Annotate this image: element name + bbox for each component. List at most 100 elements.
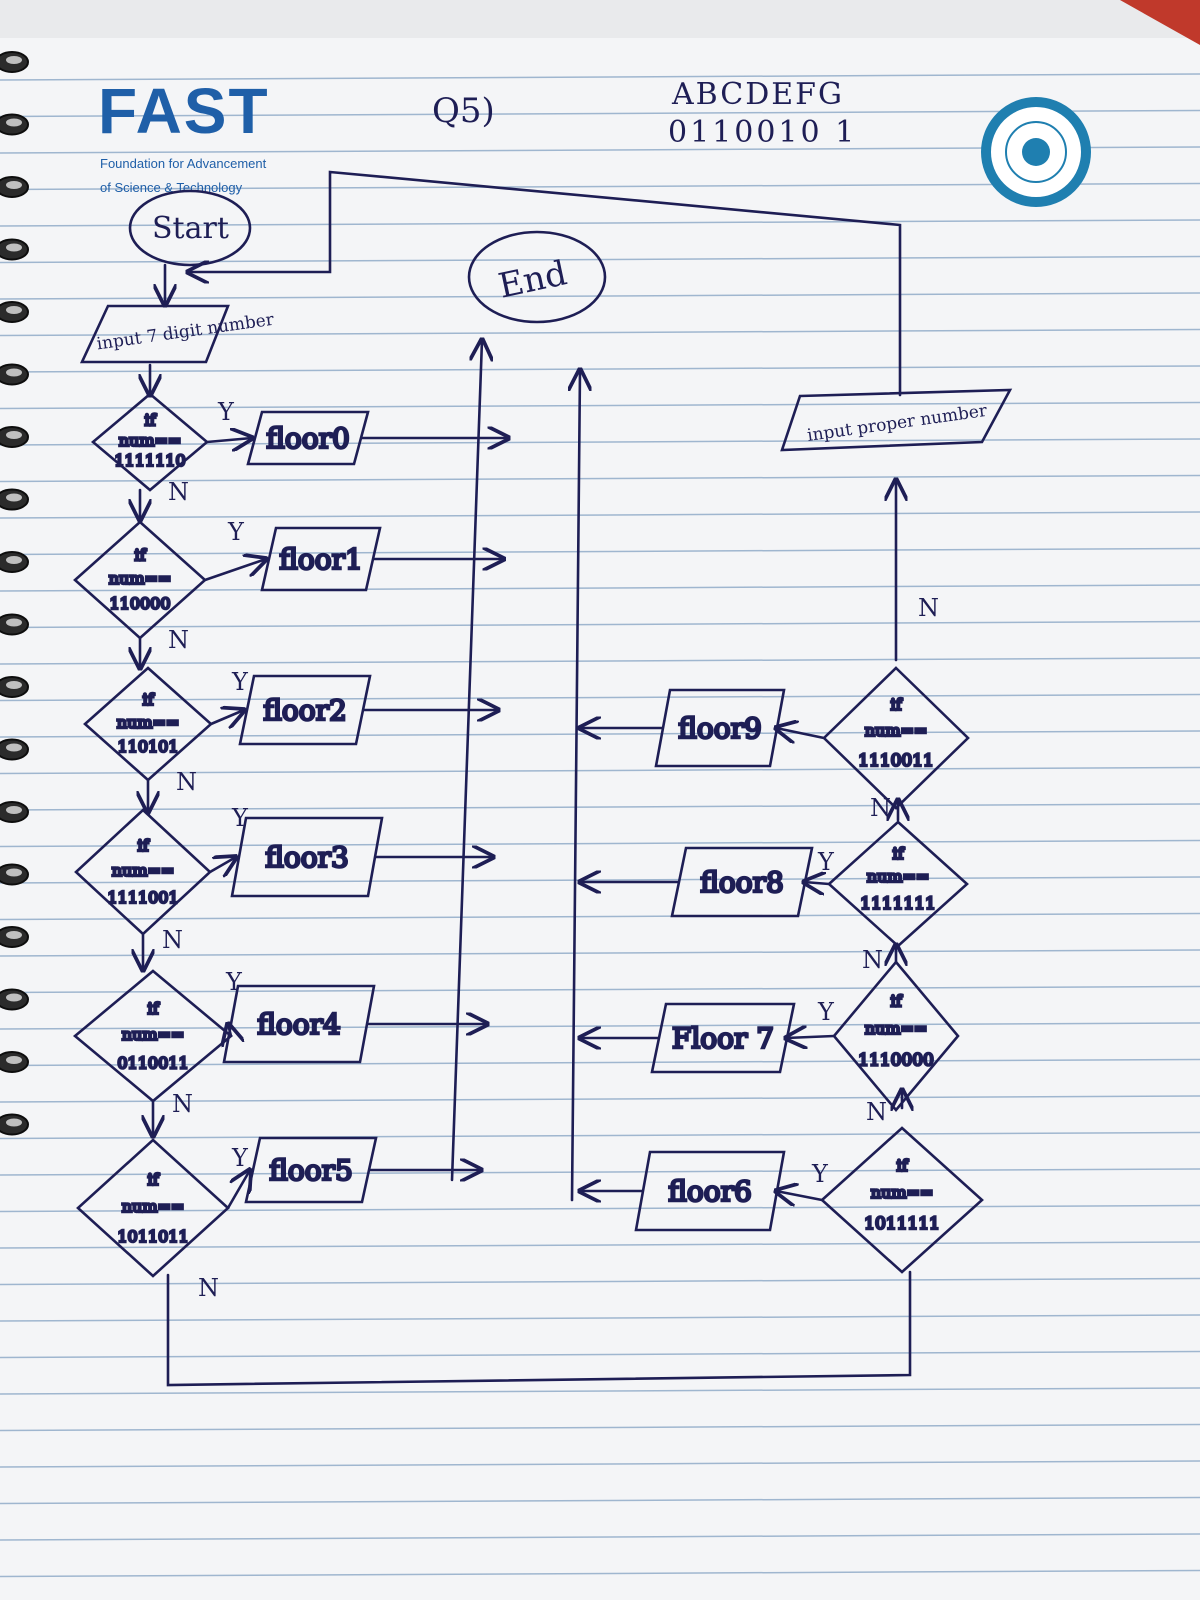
- ruled-line: [0, 803, 1200, 811]
- ruled-line: [0, 1168, 1200, 1176]
- decision-diamond: [827, 820, 969, 948]
- num-label: num==: [871, 1183, 934, 1202]
- spiral-ring-highlight: [6, 931, 22, 939]
- spiral-ring-highlight: [6, 118, 22, 127]
- right-collector-line: [572, 370, 580, 1202]
- spiral-ring-highlight: [6, 1056, 22, 1064]
- check-value: 1111001: [107, 888, 178, 907]
- no-label: N: [168, 478, 189, 506]
- no-label: N: [862, 946, 883, 974]
- check-floor-1: if num== 110000 floor1: [73, 520, 503, 640]
- ruled-line: [0, 766, 1200, 775]
- ruled-line: [0, 1387, 1200, 1395]
- ruled-line: [0, 1350, 1200, 1359]
- spiral-ring-highlight: [6, 493, 22, 502]
- spiral-ring-highlight: [6, 868, 22, 877]
- check-value: 1111110: [114, 451, 185, 470]
- floor-label: floor9: [678, 712, 762, 745]
- fast-logo: FAST Foundation for Advancement of Scien…: [98, 75, 270, 195]
- ruled-line: [0, 584, 1200, 592]
- if-label: if: [147, 999, 159, 1018]
- ruled-line: [0, 1460, 1200, 1468]
- ruled-line: [0, 1533, 1200, 1541]
- ruled-line: [0, 693, 1200, 702]
- yes-arrow: [228, 1024, 231, 1036]
- ruled-line: [0, 1204, 1200, 1213]
- num-label: num==: [122, 1025, 185, 1044]
- yes-arrow: [804, 882, 830, 884]
- num-label: num==: [867, 867, 930, 886]
- ruled-line: [0, 1058, 1200, 1067]
- if-label: if: [142, 690, 154, 709]
- ruled-line: [0, 511, 1200, 519]
- yes-label: Y: [811, 1160, 829, 1188]
- decision-diamond: [76, 1138, 230, 1278]
- ruled-line: [0, 1022, 1200, 1030]
- check-value: 1011011: [117, 1227, 188, 1246]
- code-label: 0110010 1: [668, 115, 857, 150]
- yes-label: Y: [217, 398, 235, 426]
- output-parallelogram: [670, 846, 814, 918]
- floor-label: floor3: [265, 841, 349, 874]
- logo-text: FAST: [98, 75, 270, 147]
- ruled-line: [0, 1095, 1200, 1103]
- output-parallelogram: [654, 688, 786, 768]
- floor-label: floor1: [279, 543, 363, 576]
- spiral-ring-highlight: [6, 368, 22, 377]
- no-label: N: [870, 794, 891, 822]
- if-label: if: [896, 1156, 908, 1175]
- check-value: 110000: [109, 594, 170, 613]
- decision-diamond: [820, 1126, 984, 1274]
- decision-diamond: [822, 666, 970, 810]
- yes-arrow: [776, 728, 825, 738]
- check-value: 1110000: [858, 1051, 934, 1071]
- if-label: if: [144, 411, 156, 430]
- spiral-ring-highlight: [6, 243, 22, 252]
- spiral-binding: [0, 51, 29, 1136]
- check-value: 0110011: [117, 1054, 188, 1073]
- floor-label: floor0: [266, 422, 350, 455]
- floor-label: floor6: [668, 1175, 752, 1208]
- decision-diamond: [832, 959, 960, 1113]
- ruled-line: [0, 985, 1200, 994]
- page-corner-tab: [1120, 0, 1200, 45]
- ruled-line: [0, 401, 1200, 410]
- spiral-ring-highlight: [6, 618, 22, 627]
- output-parallelogram: [634, 1150, 786, 1232]
- connectors: [140, 170, 910, 1387]
- ruled-line: [0, 1131, 1200, 1140]
- num-label: num==: [109, 569, 172, 588]
- no-label: N: [168, 626, 189, 654]
- num-label: num==: [865, 1019, 928, 1038]
- ruled-line: [0, 620, 1200, 629]
- ruled-line: [0, 1314, 1200, 1322]
- spiral-ring-highlight: [6, 556, 22, 564]
- check-value: 1111111: [860, 894, 936, 914]
- no-label: N: [198, 1274, 219, 1302]
- num-label: num==: [112, 861, 175, 880]
- ruled-line: [0, 949, 1200, 957]
- yes-label: Y: [227, 518, 245, 546]
- ruled-line: [0, 73, 1200, 81]
- if-label: if: [147, 1170, 159, 1189]
- num-label: num==: [122, 1197, 185, 1216]
- no-label: N: [176, 768, 197, 796]
- if-label: if: [890, 991, 902, 1010]
- floor-label: floor2: [263, 694, 347, 727]
- spiral-ring-highlight: [6, 681, 22, 689]
- if-label: if: [892, 844, 904, 863]
- spiral-ring-highlight: [6, 993, 22, 1002]
- spiral-ring-highlight: [6, 56, 22, 64]
- start-node: Start: [128, 189, 252, 267]
- no-label: N: [866, 1098, 887, 1126]
- decision-diamond: [90, 392, 210, 492]
- if-label: if: [137, 836, 149, 855]
- start-label: Start: [152, 211, 229, 246]
- if-label: if: [134, 545, 146, 564]
- yes-label: Y: [231, 804, 249, 832]
